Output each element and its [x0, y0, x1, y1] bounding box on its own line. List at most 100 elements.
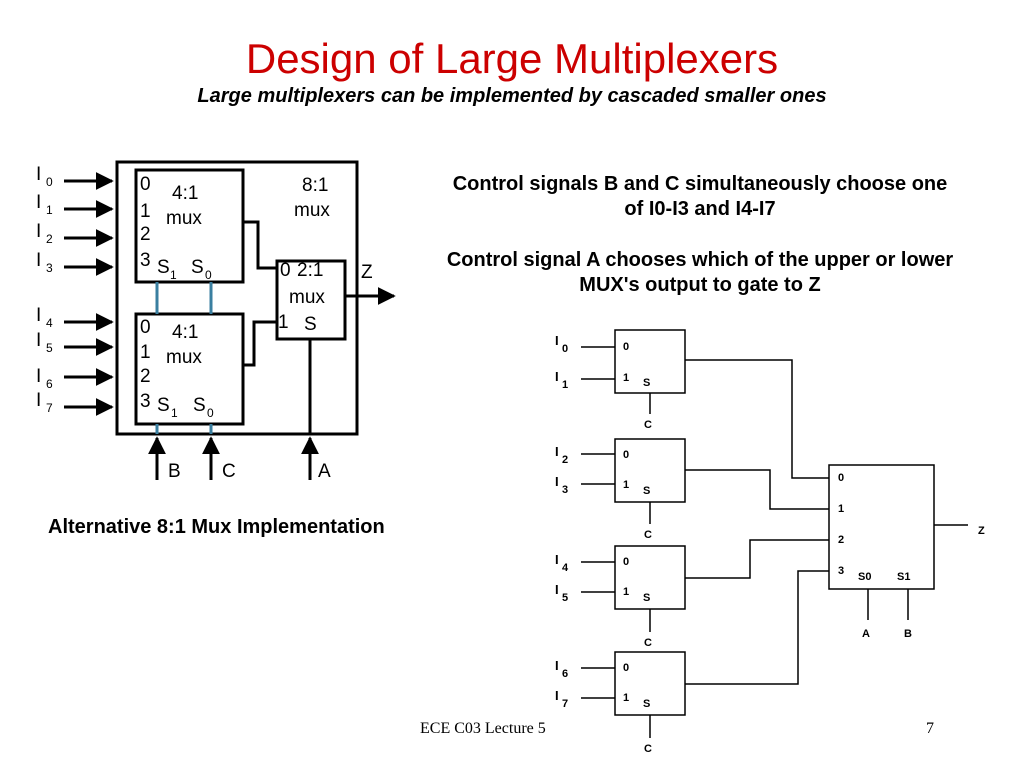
upper-4to1-box	[134, 168, 245, 284]
lower-sel0-letter: S	[193, 395, 206, 416]
slide-subtitle: Large multiplexers can be implemented by…	[197, 85, 827, 107]
big-sel1: S1	[897, 571, 910, 583]
upper-sel0-letter: S	[191, 257, 204, 278]
alt-input-labels: I0 I1 I2 I3 I4 I5 I6 I7	[555, 333, 569, 710]
alternative-caption: Alternative 8:1 Mux Implementation	[48, 516, 385, 538]
note-bc-control: Control signals B and C simultaneously c…	[452, 173, 948, 220]
upper-port-1: 1	[140, 201, 151, 222]
input-i6-index: 6	[46, 377, 53, 391]
lower-sel1-index: 1	[171, 406, 178, 420]
page-number: 7	[926, 720, 934, 737]
input-i0-letter: I	[36, 164, 41, 185]
mux-b-sel: S	[643, 485, 650, 497]
outer-mux-word: mux	[294, 200, 330, 221]
lower-port-2: 2	[140, 366, 151, 387]
lower-port-1: 1	[140, 342, 151, 363]
out-mux-sel: S	[304, 314, 317, 335]
mux-d-sel: S	[643, 698, 650, 710]
mux-a-port-1: 1	[623, 372, 629, 384]
alt-i2-index: 2	[562, 454, 568, 466]
select-lines	[155, 282, 213, 434]
mux-b-port-1: 1	[623, 479, 629, 491]
big-port-1: 1	[838, 503, 844, 515]
footer-lecture: ECE C03 Lecture 5	[420, 720, 546, 737]
mux-d-port-1: 1	[623, 692, 629, 704]
input-i5-letter: I	[36, 330, 41, 351]
upper-port-0: 0	[140, 174, 151, 195]
alt-output-z: Z	[978, 525, 985, 537]
out-mux-size: 2:1	[297, 260, 323, 281]
alt-i0-index: 0	[562, 343, 568, 355]
control-a-label: A	[318, 461, 331, 482]
control-arrows	[148, 339, 319, 480]
lower-port-3: 3	[140, 391, 151, 412]
mux-a-sel: S	[643, 377, 650, 389]
alt-i7-letter: I	[555, 688, 559, 703]
input-i2-index: 2	[46, 232, 53, 246]
input-i4-index: 4	[46, 316, 53, 330]
alt-small-mux-labels: 0 1 S C 0 1 S C 0 1 S C 0 1 S C	[623, 341, 652, 755]
out-mux-word: mux	[289, 287, 325, 308]
upper-sel1-index: 1	[170, 268, 177, 282]
mux-a-control: C	[644, 419, 652, 431]
alt-i0-letter: I	[555, 333, 559, 348]
big-port-3: 3	[838, 565, 844, 577]
mux-d-port-0: 0	[623, 662, 629, 674]
input-i4-letter: I	[36, 305, 41, 326]
input-i6-letter: I	[36, 366, 41, 387]
alt-control-b: B	[904, 628, 912, 640]
small-mux-boxes	[614, 329, 935, 716]
big-port-2: 2	[838, 534, 844, 546]
input-i5-index: 5	[46, 341, 53, 355]
lower-sel0-index: 0	[207, 406, 214, 420]
alt-i1-letter: I	[555, 369, 559, 384]
input-i7-index: 7	[46, 401, 53, 415]
input-i1-letter: I	[36, 192, 41, 213]
lower-port-0: 0	[140, 317, 151, 338]
alt-i6-index: 6	[562, 668, 568, 680]
out-mux-port-1: 1	[278, 312, 289, 333]
mux-a-port-0: 0	[623, 341, 629, 353]
mux-d-control: C	[644, 743, 652, 755]
mux-c-sel: S	[643, 592, 650, 604]
alt-control-a: A	[862, 628, 870, 640]
alt-i7-index: 7	[562, 698, 568, 710]
alt-big-mux-labels: 0 1 2 3 S0 S1 A B Z	[838, 472, 985, 640]
alt-output-wires	[685, 359, 968, 685]
lower-4to1-box	[134, 312, 245, 426]
upper-port-2: 2	[140, 224, 151, 245]
lower-mux-word: mux	[166, 347, 202, 368]
outer-8to1-box	[115, 160, 359, 436]
alt-i5-letter: I	[555, 582, 559, 597]
input-i2-letter: I	[36, 221, 41, 242]
alt-input-wires	[581, 346, 615, 699]
alt-i2-letter: I	[555, 444, 559, 459]
control-b-label: B	[168, 461, 181, 482]
control-c-label: C	[222, 461, 236, 482]
alt-i5-index: 5	[562, 592, 568, 604]
mux-c-control: C	[644, 637, 652, 649]
alt-i4-index: 4	[562, 562, 569, 574]
lower-sel1-letter: S	[157, 395, 170, 416]
upper-mux-size: 4:1	[172, 183, 198, 204]
alt-i3-index: 3	[562, 484, 568, 496]
upper-port-3: 3	[140, 250, 151, 271]
upper-mux-word: mux	[166, 208, 202, 229]
internal-wires	[243, 220, 277, 367]
output-z-label: Z	[361, 262, 373, 283]
big-sel0: S0	[858, 571, 871, 583]
note-a-control: Control signal A chooses which of the up…	[446, 249, 954, 296]
outer-mux-size: 8:1	[302, 175, 328, 196]
upper-sel0-index: 0	[205, 268, 212, 282]
input-i3-index: 3	[46, 261, 53, 275]
upper-sel1-letter: S	[157, 257, 170, 278]
input-i7-letter: I	[36, 390, 41, 411]
slide-title: Design of Large Multiplexers	[245, 35, 779, 82]
out-mux-port-0: 0	[280, 260, 291, 281]
mux-c-port-0: 0	[623, 556, 629, 568]
